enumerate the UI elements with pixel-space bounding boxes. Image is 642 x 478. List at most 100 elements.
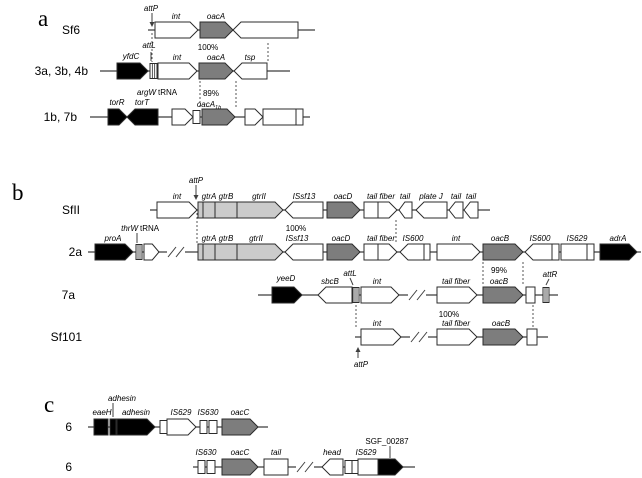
row-label-2a: 2a <box>69 245 83 259</box>
2a-IS600a <box>399 243 425 261</box>
1b-torR <box>107 108 128 126</box>
sfII-fiber <box>377 201 398 219</box>
2a-gtr-lead <box>197 243 204 261</box>
label-ISsf13-2a: ISsf13 <box>286 234 309 243</box>
7a-sbcB <box>317 286 353 304</box>
label-IS629-c2: IS629 <box>356 448 377 457</box>
c1-IS630b <box>208 420 218 434</box>
label-argW: argW <box>137 88 158 97</box>
label-tailfiber-sf101: tail fiber <box>442 319 470 328</box>
pointer-line-3 <box>545 278 550 286</box>
2a-gtrB <box>214 243 238 261</box>
attP-arrow-sf101-head <box>355 347 361 352</box>
c1-eaeH <box>93 418 109 436</box>
2a-IS629-box <box>586 243 595 261</box>
row-label-3a3b4b: 3a, 3b, 4b <box>35 64 89 78</box>
sf101-tailfiber <box>436 328 478 346</box>
c2-IS630a <box>197 460 206 474</box>
label-adhesin: adhesin <box>122 408 151 417</box>
sf6-orf-left <box>232 21 299 39</box>
3a-yfdC <box>116 62 149 80</box>
label-yeeD: yeeD <box>276 274 296 283</box>
sf6-int <box>154 21 199 39</box>
7a-tailfiber <box>436 286 478 304</box>
label-tailfiber-2a: tail fiber <box>367 234 395 243</box>
label-tRNA-thrW: tRNA <box>140 224 160 233</box>
label-oacA1b: oacA1b <box>197 100 221 111</box>
sfII-int <box>156 201 198 219</box>
row-label-sfII: SfII <box>62 203 80 217</box>
sfII-oacD <box>326 201 361 219</box>
label-adhesin-pointer: adhesin <box>108 394 137 403</box>
label-int-2a: int <box>452 234 461 243</box>
2a-IS600b <box>524 243 553 261</box>
label-attL-7a: attL <box>343 269 356 278</box>
label-torT: torT <box>135 98 150 107</box>
row-6-bottom-break-slash-0 <box>296 461 306 473</box>
row-2a-break-slash-0 <box>167 246 177 258</box>
label-attP-sf6: attP <box>144 4 159 13</box>
2a-oacD <box>326 243 361 261</box>
label-gtrB-sfII: gtrB <box>219 192 234 201</box>
sfII-gtr-lead <box>197 201 204 219</box>
sfII-ISsf13 <box>284 201 324 219</box>
label-IS600a: IS600 <box>403 234 424 243</box>
sfII-tail4 <box>463 201 479 219</box>
sfII-gtrII <box>236 201 284 219</box>
c2-head <box>321 458 344 476</box>
3a-oacA <box>198 62 234 80</box>
sfII-gtrB <box>214 201 238 219</box>
row-sf101-break-slash-0 <box>410 331 420 343</box>
label-plateJ: plate J <box>418 192 444 201</box>
label-attP-sfII: attP <box>189 176 204 185</box>
label-torR: torR <box>109 98 124 107</box>
row-label-7a: 7a <box>62 288 76 302</box>
label-oacC-c1: oacC <box>231 408 250 417</box>
attP-arrow-sf6-head <box>149 22 155 27</box>
label-IS630-c1: IS630 <box>198 408 219 417</box>
c2-tail <box>263 458 289 476</box>
sf101-box <box>526 328 538 346</box>
label-oacB-2a: oacB <box>491 234 510 243</box>
label-yfdC: yfdC <box>122 52 140 61</box>
label-int-sf101: int <box>373 319 382 328</box>
label-tail4-sfII: tail <box>466 192 476 201</box>
row-label-sf6: Sf6 <box>62 23 80 37</box>
label-100pct-b2: 100% <box>439 310 459 319</box>
label-int-sf6: int <box>172 12 181 21</box>
label-gtrB-2a: gtrB <box>219 234 234 243</box>
c1-oacC <box>221 418 259 436</box>
c1-adhesin <box>116 418 156 436</box>
label-head-c2: head <box>323 448 341 457</box>
1b-torT <box>126 108 159 126</box>
label-99pct: 99% <box>491 266 507 275</box>
label-proA: proA <box>104 234 122 243</box>
label-tail2-sfII: tail <box>400 192 410 201</box>
sf6-oacA <box>199 21 234 39</box>
2a-tail <box>363 243 379 261</box>
2a-fiber <box>377 243 398 261</box>
sfII-gtrA <box>202 201 216 219</box>
label-tailfiber-sfII: tail fiber <box>367 192 395 201</box>
2a-int2 <box>436 243 481 261</box>
row-7a-break-slash-0 <box>408 289 418 301</box>
label-tailfiber-7a: tail fiber <box>442 277 470 286</box>
label-tsp: tsp <box>245 53 256 62</box>
row-label-1b7b: 1b, 7b <box>44 110 78 124</box>
sfII-tail2 <box>398 201 413 219</box>
label-oacA-3a: oacA <box>207 53 225 62</box>
1b-orf3 <box>262 108 297 126</box>
c2-IS630b <box>206 460 216 474</box>
c1-IS630a <box>199 420 208 434</box>
2a-int <box>143 243 160 261</box>
1b-oacA1b <box>201 108 236 126</box>
2a-IS600b-box <box>551 243 560 261</box>
7a-attR <box>542 287 550 303</box>
1b-orf2 <box>244 108 264 126</box>
panel-letter-a: a <box>38 6 48 31</box>
label-attR: attR <box>543 270 558 279</box>
3a-tsp <box>233 62 268 80</box>
7a-yeeD <box>271 286 303 304</box>
